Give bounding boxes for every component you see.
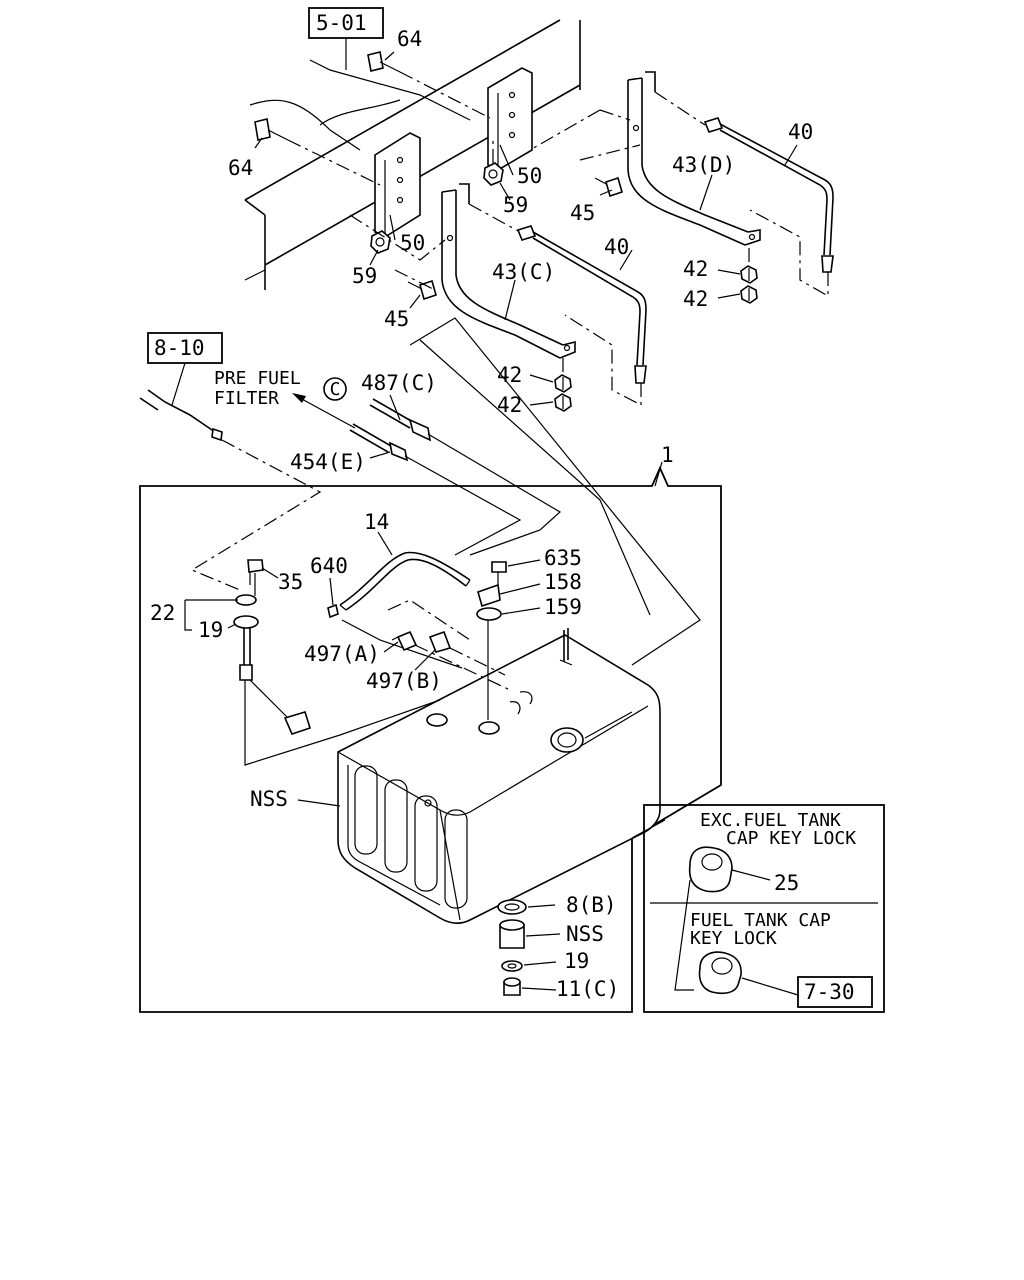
nut-42-center-b — [554, 358, 572, 412]
label-50-left: 50 — [400, 231, 425, 255]
label-25: 25 — [774, 871, 799, 895]
inset-key-line2: KEY LOCK — [690, 928, 777, 949]
ref-5-01-label: 5-01 — [316, 11, 367, 35]
label-8b: 8(B) — [566, 893, 617, 917]
label-64-top: 64 — [397, 27, 422, 51]
label-19-plug: 19 — [564, 949, 589, 973]
label-22: 22 — [150, 601, 175, 625]
bar-40-center — [516, 225, 647, 406]
nut-42-right-b — [740, 245, 758, 304]
label-59-left: 59 — [352, 264, 377, 288]
inset-exc-line1: EXC.FUEL TANK — [700, 810, 841, 831]
label-158: 158 — [544, 570, 582, 594]
bolt-64-left — [254, 118, 381, 186]
sender-parts-635-158-159 — [476, 561, 507, 720]
label-43c: 43(C) — [492, 260, 555, 284]
drain-plug-stack — [497, 899, 527, 996]
ref-8-10-label: 8-10 — [154, 336, 205, 360]
label-497b: 497(B) — [366, 669, 442, 693]
mounting-guide-lines — [409, 317, 701, 666]
label-45-center: 45 — [384, 307, 409, 331]
label-497a: 497(A) — [304, 642, 380, 666]
wire-harness — [139, 389, 322, 591]
label-159: 159 — [544, 595, 582, 619]
label-11c: 11(C) — [556, 977, 619, 1001]
circle-c-marker: C — [323, 377, 347, 401]
label-42-right-a: 42 — [683, 257, 708, 281]
nut-42-center-a — [554, 374, 572, 393]
tank-assembly-frame — [139, 465, 722, 1013]
label-42-right-b: 42 — [683, 287, 708, 311]
fitting-497a — [391, 630, 511, 691]
label-1: 1 — [661, 443, 674, 467]
circle-c-letter: C — [330, 379, 341, 400]
label-42-center-a: 42 — [497, 363, 522, 387]
label-40-center: 40 — [604, 235, 629, 259]
fuel-line-487c — [369, 398, 562, 556]
pre-fuel-filter-line2: FILTER — [214, 388, 279, 409]
label-59-right: 59 — [503, 193, 528, 217]
label-43d: 43(D) — [672, 153, 735, 177]
arrow-pre-fuel-filter — [292, 393, 356, 429]
label-40-right: 40 — [788, 120, 813, 144]
label-45-right: 45 — [570, 201, 595, 225]
ref-7-30-label: 7-30 — [804, 980, 855, 1004]
fuel-line-454e — [349, 423, 522, 556]
nut-59-left — [370, 230, 391, 254]
fuel-cap-key-lock — [698, 951, 799, 996]
fuel-gauge-unit — [233, 559, 441, 766]
bracket-43d — [529, 71, 761, 246]
ref-box-5-01[interactable]: 5-01 — [308, 7, 384, 70]
bolt-64-top — [367, 51, 491, 119]
label-635: 635 — [544, 546, 582, 570]
ref-box-8-10[interactable]: 8-10 — [147, 332, 223, 406]
nut-42-right-a — [740, 265, 758, 284]
label-50-right: 50 — [517, 164, 542, 188]
inset-key-line1: FUEL TANK CAP — [690, 910, 831, 931]
bolt-45-right — [579, 144, 641, 198]
pre-fuel-filter-line1: PRE FUEL — [214, 368, 301, 389]
vent-pipe-14 — [327, 551, 471, 669]
label-487c: 487(C) — [361, 371, 437, 395]
label-19-gauge: 19 — [198, 618, 223, 642]
label-14: 14 — [364, 510, 389, 534]
ref-box-7-30[interactable]: 7-30 — [797, 976, 873, 1008]
label-454e: 454(E) — [290, 450, 366, 474]
nut-59-right — [483, 140, 504, 186]
fitting-497b — [387, 599, 506, 676]
cap-inset-frame — [631, 804, 885, 1013]
bracket-50-left — [374, 132, 421, 238]
bar-40-right — [703, 117, 834, 298]
label-64-left: 64 — [228, 156, 253, 180]
label-nss-tank: NSS — [250, 787, 288, 811]
fuel-cap-standard — [674, 846, 771, 991]
fuel-tank — [337, 628, 661, 924]
bolt-45-center — [394, 269, 437, 301]
label-35: 35 — [278, 570, 303, 594]
inset-exc-line2: CAP KEY LOCK — [726, 828, 856, 849]
bracket-43c — [349, 183, 576, 359]
bracket-50-right — [487, 67, 533, 171]
label-640: 640 — [310, 554, 348, 578]
leader-lines — [184, 51, 798, 991]
label-42-center-b: 42 — [497, 393, 522, 417]
label-nss-plug: NSS — [566, 922, 604, 946]
